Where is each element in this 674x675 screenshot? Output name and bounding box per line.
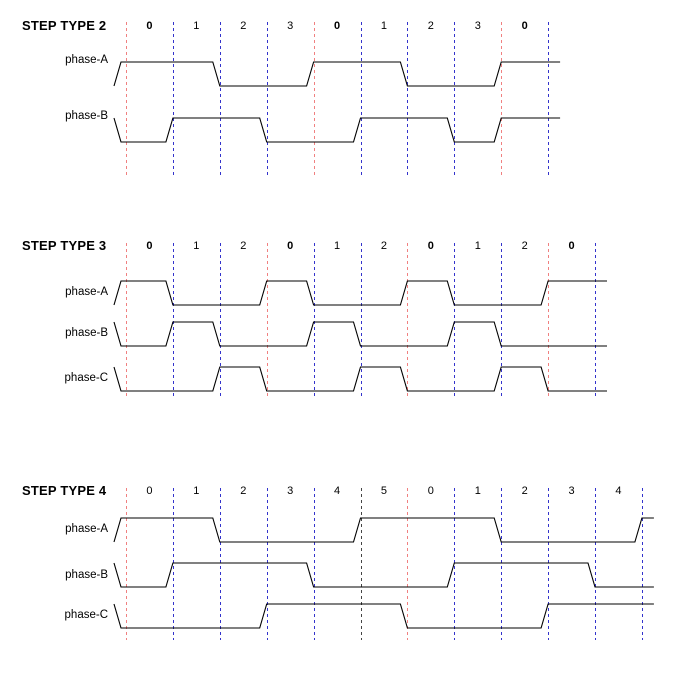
phase-label-phase-A: phase-A	[65, 286, 108, 298]
phase-label-phase-A: phase-A	[65, 54, 108, 66]
step-number-8: 2	[521, 485, 528, 497]
step-number-3: 3	[287, 485, 294, 497]
step-number-10: 4	[615, 485, 622, 497]
step-type-3-title: STEP TYPE 3	[22, 238, 107, 253]
phase-label-phase-A: phase-A	[65, 523, 108, 535]
waveform-step-type-3-phase-A	[113, 280, 607, 306]
step-number-9: 0	[568, 240, 575, 252]
step-type-2-title: STEP TYPE 2	[22, 18, 107, 33]
step-type-4-title: STEP TYPE 4	[22, 483, 107, 498]
diagram-step-type-2: STEP TYPE 2 phase-A phase-B 0 1 2 3 0 1 2 3 0	[0, 0, 674, 200]
step-number-8: 0	[521, 20, 528, 32]
step-number-4: 4	[333, 485, 341, 497]
step-number-1: 1	[193, 485, 200, 497]
waveform-step-type-4-phase-A	[113, 517, 654, 543]
step-number-6: 0	[427, 240, 434, 252]
step-number-3: 3	[287, 20, 294, 32]
step-number-1: 1	[193, 240, 200, 252]
phase-label-phase-B: phase-B	[65, 569, 108, 581]
waveform-step-type-4-phase-B	[113, 562, 654, 588]
step-number-5: 2	[380, 240, 387, 252]
phase-label-phase-B: phase-B	[65, 110, 108, 122]
waveform-step-type-3-phase-B	[113, 321, 607, 347]
waveform-canvas-step-type-4	[113, 488, 654, 640]
step-number-0: 0	[146, 240, 153, 252]
phase-label-phase-C: phase-C	[64, 609, 108, 621]
step-number-7: 1	[474, 240, 481, 252]
waveform-canvas-step-type-2	[113, 22, 561, 178]
step-number-2: 2	[240, 20, 247, 32]
step-number-0: 0	[146, 485, 153, 497]
step-number-1: 1	[193, 20, 200, 32]
step-number-8: 2	[521, 240, 528, 252]
waveform-step-type-3-phase-C	[113, 366, 607, 392]
step-number-4: 1	[333, 240, 341, 252]
step-number-2: 2	[240, 485, 247, 497]
step-number-6: 2	[427, 20, 434, 32]
step-number-4: 0	[333, 20, 341, 32]
diagram-step-type-3: STEP TYPE 3 phase-A phase-B phase-C 0 1 2 0 1 2…	[0, 225, 674, 410]
waveform-step-type-2-phase-A	[113, 61, 561, 87]
step-number-7: 1	[474, 485, 481, 497]
phase-label-phase-C: phase-C	[64, 372, 108, 384]
step-number-3: 0	[287, 240, 294, 252]
waveform-step-type-4-phase-C	[113, 603, 654, 629]
step-number-9: 3	[568, 485, 575, 497]
step-number-0: 0	[146, 20, 153, 32]
step-number-5: 5	[380, 485, 387, 497]
step-number-2: 2	[240, 240, 247, 252]
diagram-step-type-4: STEP TYPE 4 phase-A phase-B phase-C 0 1 2 3 4 5…	[0, 470, 674, 660]
phase-label-phase-B: phase-B	[65, 327, 108, 339]
step-number-5: 1	[380, 20, 387, 32]
waveform-canvas-step-type-3	[113, 243, 607, 397]
step-number-7: 3	[474, 20, 481, 32]
step-number-6: 0	[427, 485, 434, 497]
waveform-step-type-2-phase-B	[113, 117, 561, 143]
